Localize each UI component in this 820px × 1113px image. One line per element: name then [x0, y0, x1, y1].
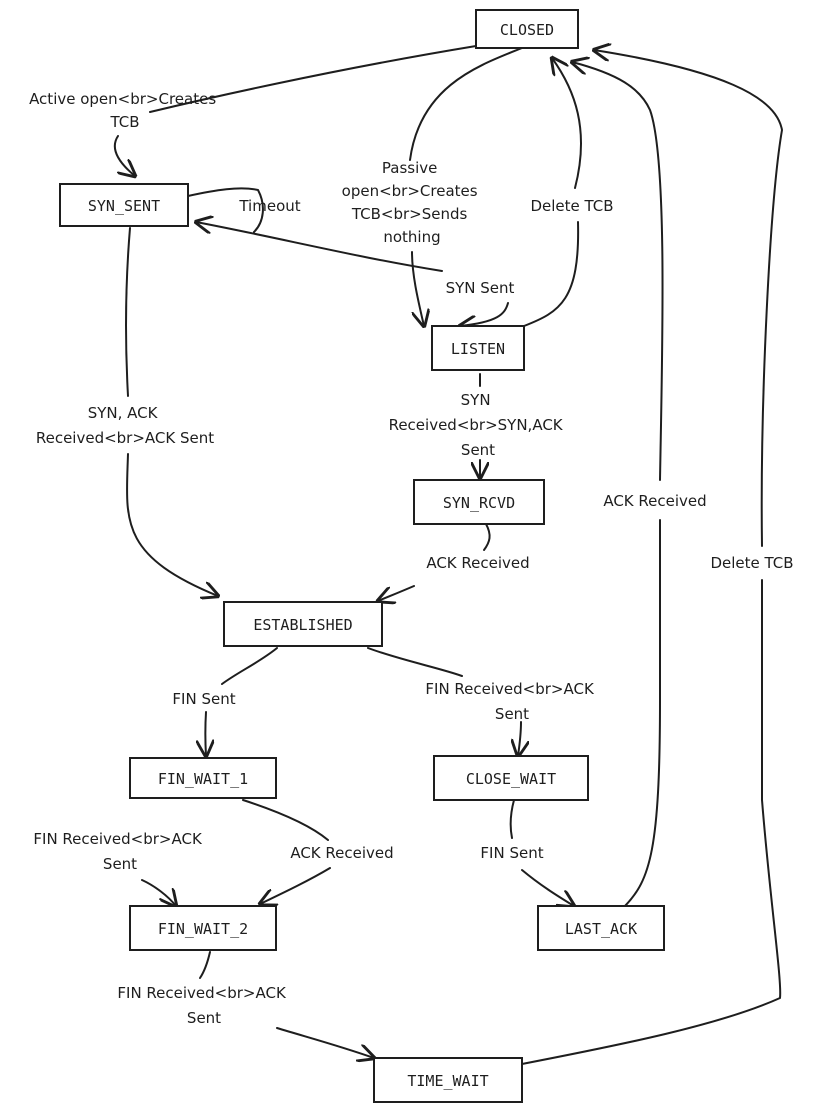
edge-label-fin-received-est: FIN Received<br>ACK Sent [425, 680, 598, 723]
edge-last-ack-to-closed [572, 62, 664, 907]
state-established: ESTABLISHED [223, 601, 383, 647]
edge-label-fin-sent-est: FIN Sent [172, 690, 235, 708]
state-syn-rcvd: SYN_RCVD [413, 479, 545, 525]
edge-label-timeout: Timeout [238, 197, 300, 215]
edge-label-active-open: Active open<br>Creates TCB [29, 90, 221, 131]
state-syn-sent: SYN_SENT [59, 183, 189, 227]
edge-time-wait-to-closed [521, 50, 783, 1065]
edge-closed-to-syn-sent [113, 45, 477, 176]
edge-fin-wait-1-to-fin-wait-2-ack [242, 799, 331, 904]
state-closed-label: CLOSED [500, 21, 554, 39]
edge-label-fin-sent-cw: FIN Sent [480, 844, 543, 862]
edge-label-syn-received: SYN Received<br>SYN,ACK Sent [389, 391, 568, 459]
edge-listen-to-closed [523, 58, 582, 327]
state-last-ack-label: LAST_ACK [565, 920, 637, 938]
edge-fin-wait-1-to-fin-wait-2-fin [141, 879, 176, 906]
edge-label-fin-received-fw2: FIN Received<br>ACK Sent [117, 984, 290, 1027]
state-fin-wait-2-label: FIN_WAIT_2 [158, 920, 248, 938]
state-fin-wait-1-label: FIN_WAIT_1 [158, 770, 248, 788]
state-fin-wait-2: FIN_WAIT_2 [129, 905, 277, 951]
state-time-wait-label: TIME_WAIT [407, 1072, 488, 1090]
edge-closed-to-listen [409, 47, 523, 326]
edge-established-to-close-wait [367, 647, 521, 756]
state-closed: CLOSED [475, 9, 579, 49]
edge-close-wait-to-last-ack [509, 799, 574, 906]
edge-listen-self-syn-sent [460, 302, 509, 326]
edge-label-synack-received: SYN, ACK Received<br>ACK Sent [36, 404, 214, 447]
edge-listen-to-syn-sent [196, 222, 443, 272]
edge-label-ack-received-lastack: ACK Received [603, 492, 706, 510]
state-close-wait-label: CLOSE_WAIT [466, 770, 556, 788]
edge-label-ack-received-fw1: ACK Received [290, 844, 393, 862]
state-time-wait: TIME_WAIT [373, 1057, 523, 1103]
edge-syn-sent-to-established [125, 227, 218, 596]
state-close-wait: CLOSE_WAIT [433, 755, 589, 801]
edge-label-fin-received-fw1: FIN Received<br>ACK Sent [33, 830, 206, 873]
state-last-ack: LAST_ACK [537, 905, 665, 951]
edge-syn-sent-timeout-loop [187, 187, 264, 233]
edge-label-syn-sent-listen: SYN Sent [446, 279, 515, 297]
edge-label-delete-tcb-timewait: Delete TCB [710, 554, 793, 572]
state-listen: LISTEN [431, 325, 525, 371]
state-listen-label: LISTEN [451, 340, 505, 358]
edge-label-passive-open: Passive open<br>Creates TCB<br>Sends not… [342, 159, 483, 246]
edge-syn-rcvd-to-established [378, 523, 491, 601]
state-syn-rcvd-label: SYN_RCVD [443, 494, 515, 512]
edge-established-to-fin-wait-1 [205, 647, 278, 756]
edge-label-delete-tcb-listen: Delete TCB [530, 197, 613, 215]
state-fin-wait-1: FIN_WAIT_1 [129, 757, 277, 799]
edge-label-ack-received-synrcvd: ACK Received [426, 554, 529, 572]
state-syn-sent-label: SYN_SENT [88, 197, 160, 215]
state-established-label: ESTABLISHED [253, 616, 352, 634]
edge-fin-wait-2-to-time-wait [199, 951, 374, 1058]
